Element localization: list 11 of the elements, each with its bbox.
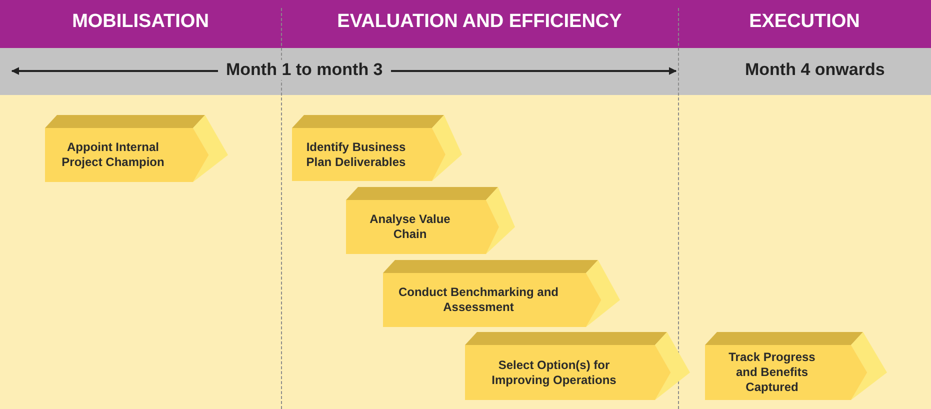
step-label: Track Progress and Benefits Captured (728, 350, 816, 395)
phase-heading: MOBILISATION (71, 11, 210, 33)
step-label: Conduct Benchmarking and Assessment (397, 285, 560, 315)
timeline-label: Month 1 to month 3 (218, 60, 391, 80)
timeline-label: Month 4 onwards (745, 60, 885, 80)
phase-heading: EVALUATION AND EFFICIENCY (336, 11, 623, 33)
step-label: Identify Business Plan Deliverables (306, 140, 406, 170)
phase-heading: EXECUTION (748, 11, 861, 33)
step-label: Analyse Value Chain (368, 212, 452, 242)
step-label: Appoint Internal Project Champion (60, 140, 166, 170)
step-label: Select Option(s) for Improving Operations (490, 358, 618, 388)
